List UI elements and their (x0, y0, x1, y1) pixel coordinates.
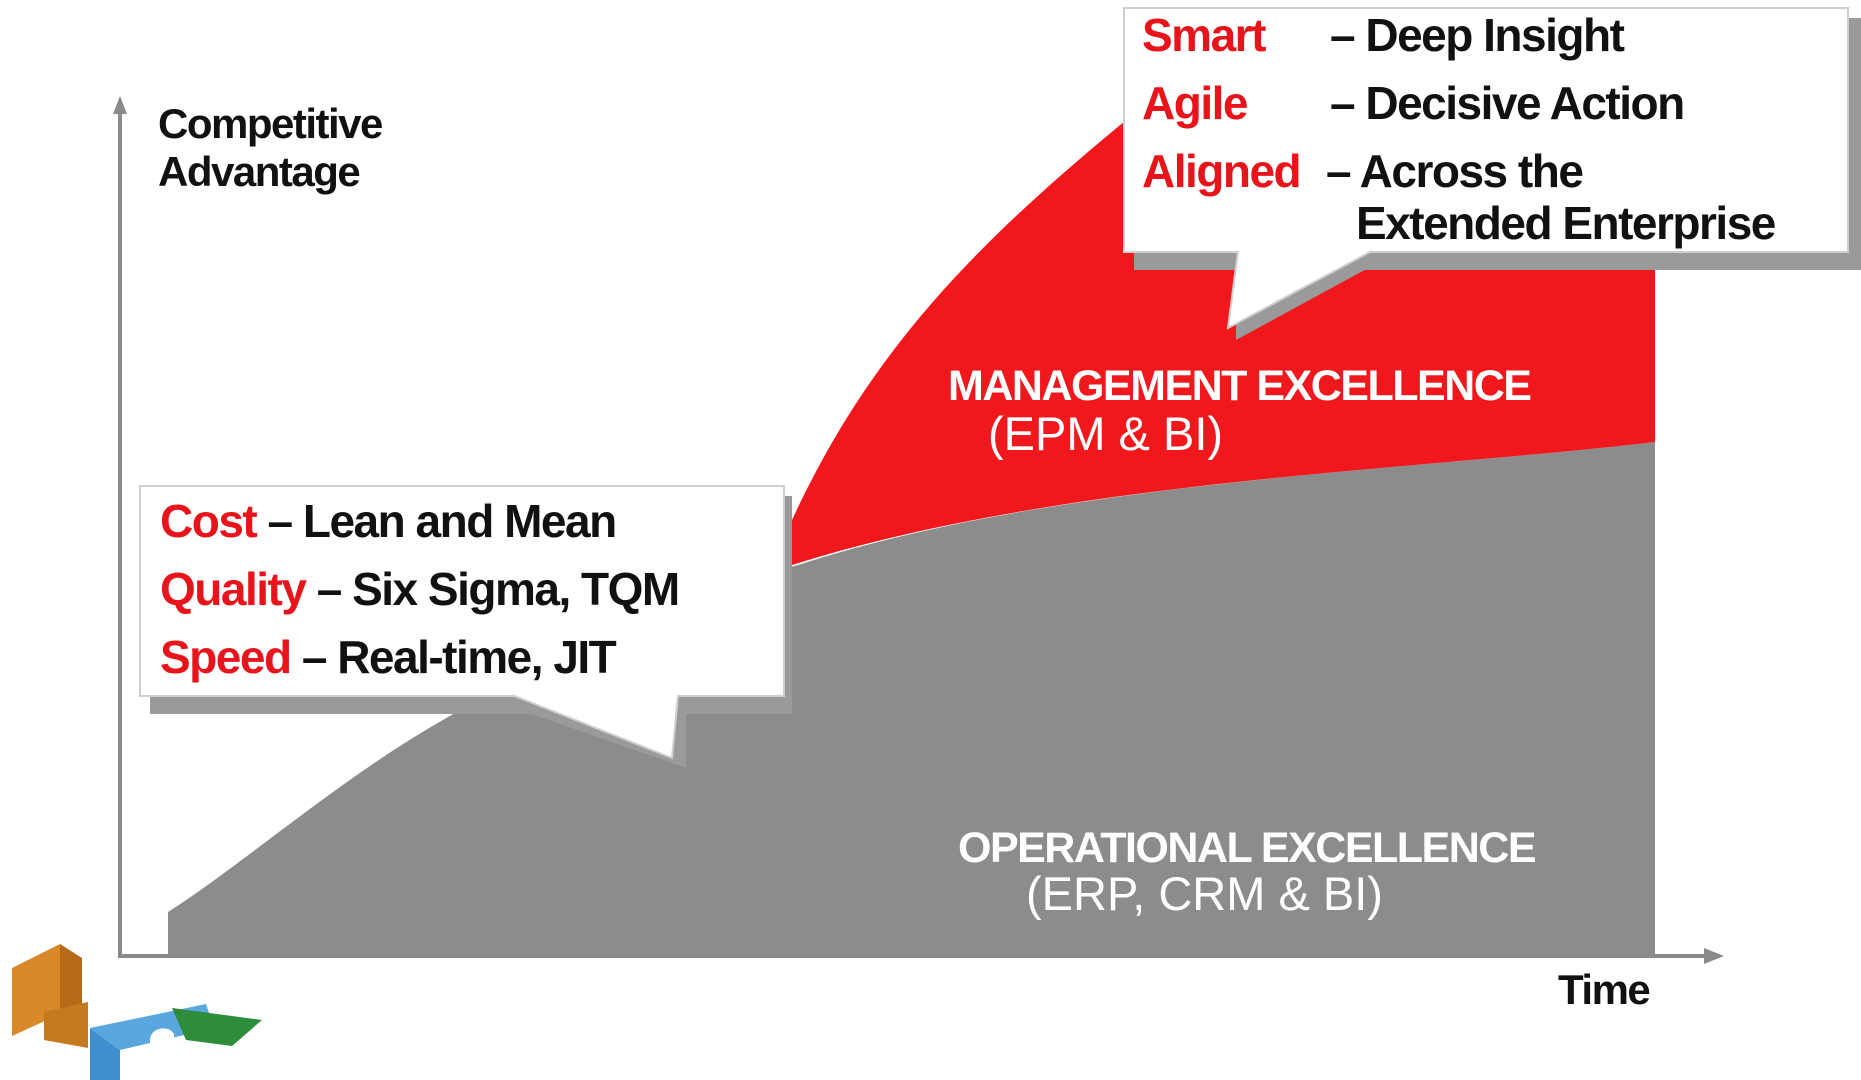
right-callout (1123, 7, 1861, 340)
logo (12, 944, 262, 1080)
callout-keyword: Cost (160, 495, 258, 547)
y-axis-title-line1: Competitive (158, 100, 383, 147)
callout-keyword: Aligned (1142, 145, 1302, 197)
callout-keyword: Smart (1142, 9, 1266, 61)
left-callout-item: Speed – Real-time, JIT (160, 630, 617, 684)
management-excellence-title: MANAGEMENT EXCELLENCE (948, 362, 1532, 410)
operational-excellence-area (168, 442, 1655, 958)
callout-description: – Deep Insight (1330, 9, 1625, 61)
callout-description: – Across the (1326, 145, 1584, 197)
x-axis-arrow-icon (1704, 948, 1724, 964)
operational-excellence-title: OPERATIONAL EXCELLENCE (958, 824, 1537, 872)
callout-keyword: Speed (160, 631, 292, 683)
left-callout (139, 485, 792, 768)
callout-keyword: Quality (160, 563, 307, 615)
management-excellence-subtitle: (EPM & BI) (988, 407, 1224, 460)
operational-excellence-subtitle: (ERP, CRM & BI) (1026, 867, 1383, 920)
x-axis-title: Time (1558, 966, 1651, 1013)
callout-description: Extended Enterprise (1356, 197, 1776, 249)
y-axis-title: Competitive Advantage (158, 100, 478, 197)
callout-description: – Real-time, JIT (301, 631, 617, 683)
left-callout-item: Quality – Six Sigma, TQM (160, 562, 681, 616)
callout-description: – Lean and Mean (267, 495, 618, 547)
callout-keyword: Agile (1142, 77, 1248, 129)
y-axis-arrow-icon (113, 96, 127, 114)
left-callout-item: Cost – Lean and Mean (160, 494, 618, 548)
callout-description: – Decisive Action (1330, 77, 1685, 129)
y-axis-title-line2: Advantage (158, 148, 361, 196)
callout-description: – Six Sigma, TQM (316, 563, 681, 615)
